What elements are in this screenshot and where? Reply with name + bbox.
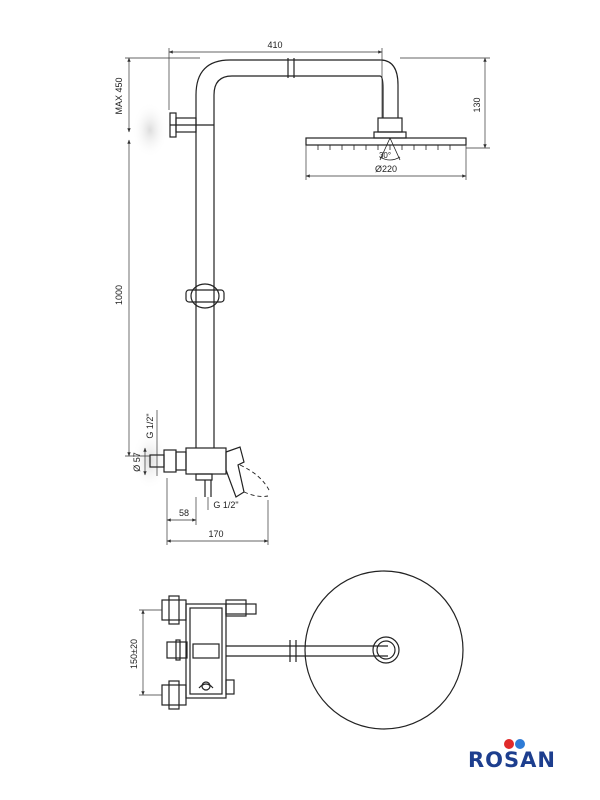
brand-name: ROSAN [468,748,556,772]
inlet-middle [166,639,188,661]
brand-logo: ROSAN [468,739,556,772]
dim-inlet-thread: G 1/2" [145,413,155,438]
dim-spacing [139,609,162,696]
logo-dot-red [504,739,514,749]
dim-rail-length: 1000 [114,285,124,305]
dim-inlet-diameter: Ø 57 [132,452,142,472]
vertical-rail [195,95,215,448]
mixer-plan [185,599,257,699]
top-view: 150±20 [129,570,464,730]
shower-arm [195,58,399,118]
dim-head-diameter: Ø220 [375,164,397,174]
head-plan [304,570,464,730]
dim-body-width: 170 [208,529,223,539]
inlet-lower [161,680,187,710]
dim-head-height: 130 [472,97,482,112]
arm-plan [226,640,388,662]
mixer-body [149,446,271,498]
dim-outlet-thread: G 1/2" [213,500,238,510]
dim-inlet-spacing: 150±20 [129,639,139,669]
front-view: 410 MAX 450 130 30° Ø220 1000 G 1/2" Ø 5… [114,40,490,545]
shower-head [305,117,467,161]
dim-outlet-offset: 58 [179,508,189,518]
inlet-upper [161,595,187,625]
wall-bracket-top [169,112,214,138]
dim-width-top: 410 [267,40,282,50]
dim-spray-angle: 30° [379,151,391,160]
dim-height-max: MAX 450 [114,77,124,114]
logo-dot-blue [515,739,525,749]
wall-shadow-top [132,102,168,158]
dimension-lines [125,48,490,545]
slide-holder [185,283,225,309]
